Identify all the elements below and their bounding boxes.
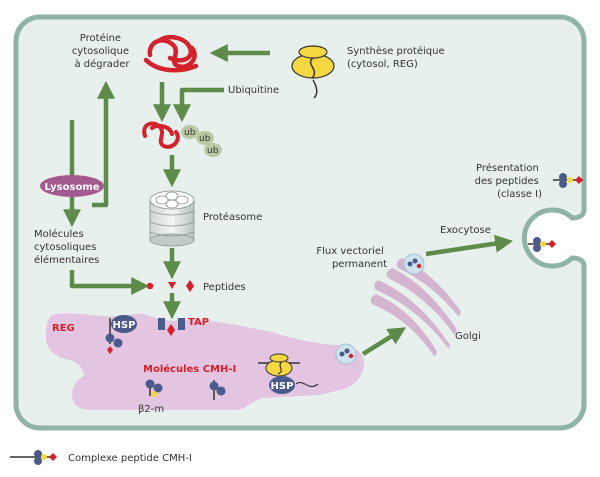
er-ribosome: HSP <box>258 353 319 394</box>
b2m-label: β2-m <box>138 404 164 415</box>
presentation-label: Présentation des peptides (classe I) <box>475 162 542 200</box>
exocytosis-label: Exocytose <box>440 225 491 236</box>
ubiquitinated-protein: ub ub ub <box>142 121 222 157</box>
peptides-label: Peptides <box>203 282 246 293</box>
arrow-molecules-to-peptides <box>69 270 150 295</box>
tap-transporter <box>158 318 185 336</box>
mhc-molecules-label: Molécules CMH-I <box>143 363 236 375</box>
arrow-er-to-golgi <box>361 327 407 356</box>
ubiquitin-label: Ubiquitine <box>228 85 279 96</box>
vector-flow-label: Flux vectoriel permanent <box>316 246 387 270</box>
proteasome <box>149 190 195 247</box>
reg-label: REG <box>52 323 75 334</box>
vesicle-er <box>335 343 357 365</box>
hsp-reg: HSP <box>105 315 137 354</box>
legend-complex-label: Complexe peptide CMH-I <box>68 453 192 464</box>
ub-tag-3: ub <box>207 146 219 156</box>
arrow-exocytosis <box>425 234 514 257</box>
ub-tag-1: ub <box>184 128 196 138</box>
lysosome: Lysosome <box>40 175 104 197</box>
protein-to-degrade-label: Protéine cytosolique à dégrader <box>72 32 132 70</box>
arrow-lysosome-to-protein <box>69 88 106 208</box>
mhc-complex-membrane <box>528 237 556 252</box>
protein-to-degrade <box>143 35 199 73</box>
legend: Complexe peptide CMH-I <box>0 441 218 477</box>
protein-synthesis-label: Synthèse protéique (cytosol, REG) <box>347 45 448 70</box>
hsp-label-1: HSP <box>113 320 136 331</box>
proteasome-label: Protéasome <box>203 211 262 223</box>
tap-label: TAP <box>188 317 209 328</box>
vesicle-golgi <box>403 253 425 275</box>
mhc-molecule-1 <box>145 379 163 397</box>
mhc-complex-surface <box>553 173 583 188</box>
golgi-label: Golgi <box>455 331 481 342</box>
elementary-molecules-label: Molécules cytosoliques élémentaires <box>34 228 100 266</box>
peptide-fragments <box>146 280 194 292</box>
hsp-label-2: HSP <box>271 381 294 392</box>
mhc-molecule-2 <box>209 380 226 400</box>
arrow-ubiquitin-in <box>173 87 224 123</box>
ub-tag-2: ub <box>199 134 211 144</box>
lysosome-label: Lysosome <box>44 182 99 193</box>
ribosome <box>291 45 335 99</box>
